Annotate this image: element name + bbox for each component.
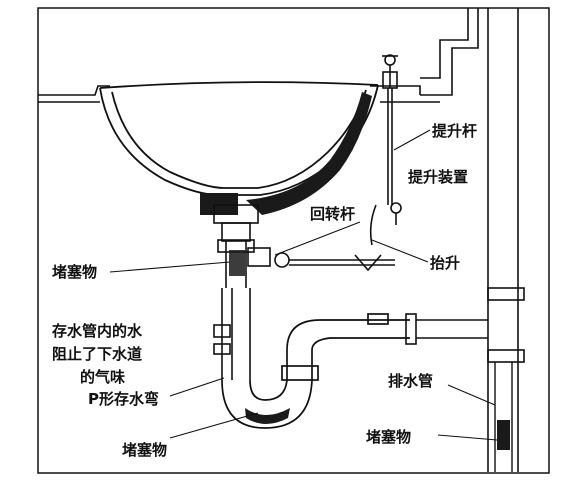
wall-structure bbox=[420, 8, 519, 472]
sink-basin bbox=[99, 81, 379, 196]
drain-pipe bbox=[494, 362, 513, 472]
leader-lines bbox=[109, 129, 498, 441]
label-drain-pipe: 排水管 bbox=[388, 372, 433, 390]
clog-in-trap bbox=[245, 408, 290, 424]
drain-body bbox=[213, 204, 259, 288]
label-lift-device: 提升装置 bbox=[408, 168, 468, 186]
diagram-frame bbox=[37, 7, 550, 474]
label-pivot-rod: 回转杆 bbox=[310, 205, 355, 223]
clog-basin-wall bbox=[246, 92, 372, 215]
tailpiece bbox=[213, 288, 251, 380]
countertop bbox=[38, 85, 440, 103]
label-clog-top: 堵塞物 bbox=[52, 263, 97, 281]
label-lift-rod: 提升杆 bbox=[432, 122, 477, 140]
clog-in-drain bbox=[229, 250, 245, 276]
p-trap bbox=[221, 313, 410, 429]
label-lift: 抬升 bbox=[430, 254, 460, 272]
clog-drain-collar bbox=[200, 193, 238, 215]
label-water-seal-1: 存水管内的水 bbox=[52, 322, 143, 340]
label-water-seal-2: 阻止了下水道 bbox=[52, 345, 142, 363]
label-clog-trap: 堵塞物 bbox=[122, 441, 167, 459]
trap-arm bbox=[405, 287, 525, 363]
label-p-trap: P形存水弯 bbox=[88, 390, 159, 408]
lift-rod bbox=[369, 54, 402, 246]
clog-in-drain-pipe bbox=[497, 420, 510, 450]
label-clog-drain: 堵塞物 bbox=[366, 428, 411, 446]
pivot-rod bbox=[247, 247, 395, 272]
label-water-seal-3: 的气味 bbox=[80, 368, 125, 386]
